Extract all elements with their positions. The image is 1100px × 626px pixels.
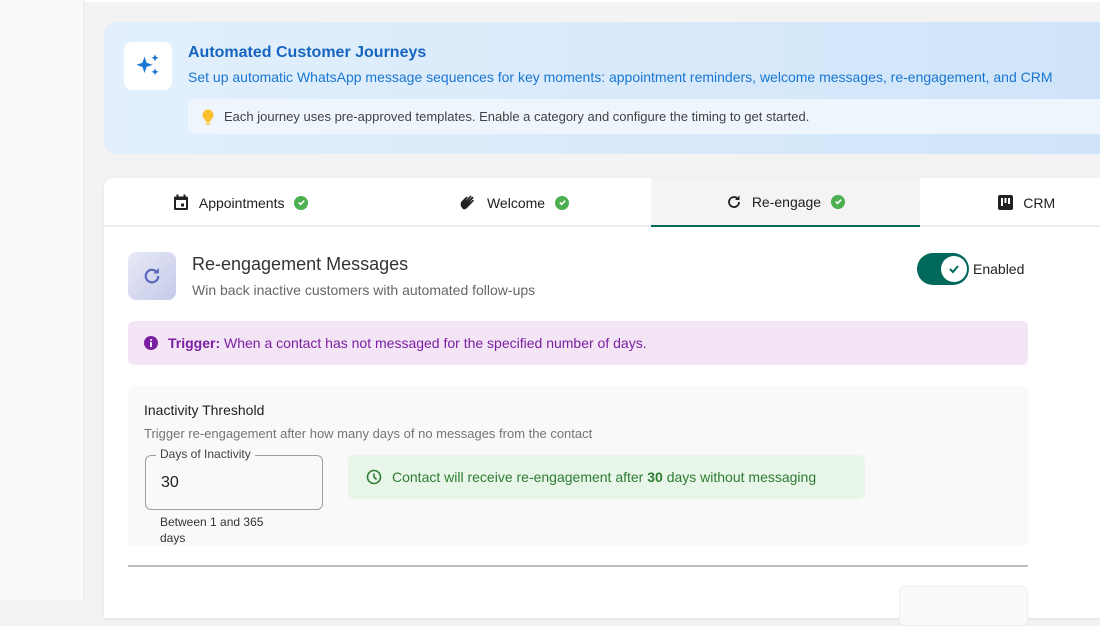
toggle-label: Enabled — [973, 261, 1025, 277]
trigger-label: Trigger: — [168, 335, 221, 351]
refresh-icon — [128, 252, 176, 300]
check-circle-icon — [294, 195, 309, 210]
threshold-title: Inactivity Threshold — [144, 402, 265, 418]
check-circle-icon — [831, 194, 846, 209]
section-title: Re-engagement Messages — [192, 254, 409, 274]
lightbulb-icon — [202, 109, 214, 124]
sidebar — [0, 0, 84, 600]
refresh-icon — [727, 195, 740, 208]
calendar-icon — [173, 194, 188, 210]
action-button[interactable] — [899, 586, 1028, 626]
tab-label: Appointments — [198, 194, 285, 211]
kanban-icon — [998, 195, 1014, 210]
clock-icon — [366, 469, 382, 485]
days-of-inactivity-input[interactable]: Days of Inactivity 30 — [145, 447, 323, 510]
waving-hand-icon — [460, 195, 474, 209]
field-value[interactable]: 30 — [161, 474, 179, 491]
summary-text: Contact will receive re-engagement after — [392, 469, 648, 485]
check-icon — [941, 256, 967, 282]
summary-text-end: days without messaging — [662, 469, 817, 485]
tab-label: Re-engage — [751, 193, 822, 210]
tab-label: Welcome — [486, 194, 546, 211]
journey-card: Appointments Welcome Re-engage CRM Re-en… — [104, 178, 1100, 626]
info-icon — [144, 336, 158, 350]
field-label: Days of Inactivity — [156, 447, 255, 461]
inactivity-threshold-section: Inactivity Threshold Trigger re-engageme… — [128, 386, 1028, 546]
banner-tip: Each journey uses pre-approved templates… — [188, 99, 1100, 134]
divider — [128, 565, 1028, 567]
check-circle-icon — [555, 195, 570, 210]
trigger-text: When a contact has not messaged for the … — [220, 335, 647, 351]
threshold-summary: Contact will receive re-engagement after… — [348, 455, 865, 499]
banner-title: Automated Customer Journeys — [188, 44, 427, 61]
top-bar — [84, 0, 1100, 2]
summary-days: 30 — [647, 469, 663, 485]
tab-welcome[interactable]: Welcome — [377, 178, 650, 227]
banner-subtitle: Set up automatic WhatsApp message sequen… — [188, 69, 1053, 85]
tab-appointments[interactable]: Appointments — [104, 178, 377, 227]
sparkles-icon — [124, 42, 172, 90]
tab-crm[interactable]: CRM — [920, 178, 1100, 227]
journeys-banner: Automated Customer Journeys Set up autom… — [104, 22, 1100, 154]
field-helper: Between 1 and 365 days — [160, 515, 264, 545]
tab-label: CRM — [1023, 194, 1056, 211]
tip-text: Each journey uses pre-approved templates… — [224, 109, 810, 124]
trigger-info: Trigger: When a contact has not messaged… — [128, 321, 1028, 365]
journey-tabs: Appointments Welcome Re-engage CRM — [104, 178, 1100, 227]
enabled-toggle[interactable] — [917, 253, 969, 285]
threshold-subtitle: Trigger re-engagement after how many day… — [144, 426, 593, 441]
section-subtitle: Win back inactive customers with automat… — [192, 282, 536, 298]
tab-re-engage[interactable]: Re-engage — [650, 178, 921, 227]
